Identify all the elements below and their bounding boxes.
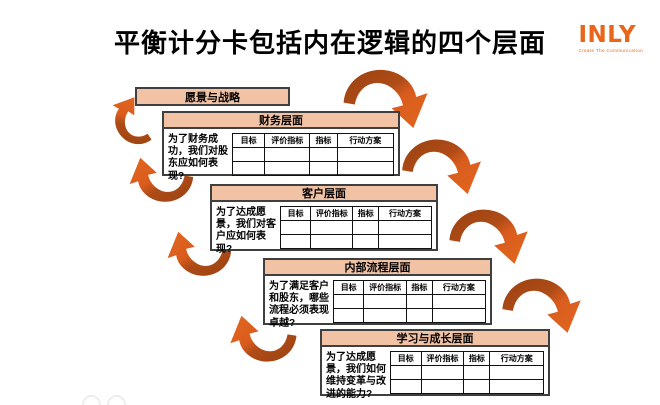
table-row (279, 220, 432, 235)
col-action-plan: 行动方案 (431, 280, 487, 295)
table-cell-empty (378, 220, 432, 235)
scorecard-table: 目标 评价指标 指标 行动方案 (390, 351, 544, 394)
section-learning-growth: 学习与成长层面 为了达成愿景，我们如何维持变革与改进的能力? 目标 评价指标 指… (320, 329, 550, 400)
table-cell-empty (405, 294, 433, 309)
section-customer-body: 为了达成愿景，我们对客户应如何表现? 目标 评价指标 指标 行动方案 (212, 202, 436, 258)
table-row (231, 147, 395, 162)
section-finance-question: 为了财务成功，我们对股东应如何表现? (168, 134, 228, 182)
table-cell-empty (489, 365, 544, 380)
table-cell-empty (309, 161, 338, 176)
table-row (332, 294, 487, 309)
table-cell-empty (363, 308, 407, 323)
watermark (82, 395, 126, 405)
table-cell-empty (231, 147, 266, 162)
table-cell-empty (390, 379, 422, 394)
table-cell-empty (279, 234, 312, 249)
table-cell-empty (420, 379, 465, 394)
col-metric: 指标 (405, 280, 433, 295)
table-header-row: 目标 评价指标 指标 行动方案 (390, 351, 544, 366)
table-cell-empty (310, 220, 354, 235)
section-learning-growth-header: 学习与成长层面 (322, 331, 548, 347)
section-internal-process-body: 为了满足客户和股东，哪些流程必须表现卓越? 目标 评价指标 指标 行动方案 (265, 276, 490, 332)
col-action-plan: 行动方案 (378, 206, 432, 221)
table-cell-empty (310, 234, 354, 249)
col-goal: 目标 (390, 351, 422, 366)
section-finance-body: 为了财务成功，我们对股东应如何表现? 目标 评价指标 指标 行动方案 (164, 129, 398, 185)
section-internal-process: 内部流程层面 为了满足客户和股东，哪些流程必须表现卓越? 目标 评价指标 指标 … (263, 258, 492, 329)
section-internal-process-question: 为了满足客户和股东，哪些流程必须表现卓越? (269, 281, 329, 329)
vision-strategy-label: 愿景与战略 (185, 91, 240, 104)
logo-text: INLY (578, 22, 636, 48)
table-cell-empty (363, 294, 407, 309)
table-cell-empty (264, 147, 311, 162)
table-cell-empty (264, 161, 311, 176)
col-metric: 指标 (463, 351, 491, 366)
table-cell-empty (352, 220, 380, 235)
col-goal: 目标 (279, 206, 312, 221)
table-cell-empty (489, 379, 544, 394)
table-row (332, 308, 487, 323)
table-cell-empty (405, 308, 433, 323)
table-cell-empty (431, 308, 487, 323)
table-cell-empty (390, 365, 422, 380)
col-action-plan: 行动方案 (489, 351, 544, 366)
col-eval-metric: 评价指标 (420, 351, 465, 366)
col-eval-metric: 评价指标 (264, 133, 311, 148)
scorecard-table: 目标 评价指标 指标 行动方案 (332, 280, 487, 323)
section-finance-header: 财务层面 (164, 113, 398, 129)
table-cell-empty (431, 294, 487, 309)
col-eval-metric: 评价指标 (363, 280, 407, 295)
section-customer: 客户层面 为了达成愿景，我们对客户应如何表现? 目标 评价指标 指标 行动方案 (210, 184, 438, 255)
scorecard-table: 目标 评价指标 指标 行动方案 (279, 206, 432, 249)
table-header-row: 目标 评价指标 指标 行动方案 (279, 206, 432, 221)
section-learning-growth-question: 为了达成愿景，我们如何维持变革与改进的能力? (326, 352, 386, 400)
table-header-row: 目标 评价指标 指标 行动方案 (231, 133, 395, 148)
col-eval-metric: 评价指标 (310, 206, 354, 221)
col-action-plan: 行动方案 (336, 133, 395, 148)
company-logo: INLY Create The Communication (578, 22, 643, 53)
col-metric: 指标 (352, 206, 380, 221)
table-cell-empty (463, 365, 491, 380)
curved-arrow-down-icon (449, 209, 528, 264)
table-cell-empty (309, 147, 338, 162)
table-row (279, 234, 432, 249)
section-customer-header: 客户层面 (212, 186, 436, 202)
table-cell-empty (332, 308, 365, 323)
table-cell-empty (336, 147, 395, 162)
table-cell-empty (463, 379, 491, 394)
table-header-row: 目标 评价指标 指标 行动方案 (332, 280, 487, 295)
section-learning-growth-body: 为了达成愿景，我们如何维持变革与改进的能力? 目标 评价指标 指标 行动方案 (322, 347, 548, 403)
table-cell-empty (378, 234, 432, 249)
curved-arrow-down-icon (502, 278, 581, 333)
table-cell-empty (420, 365, 465, 380)
section-finance: 财务层面 为了财务成功，我们对股东应如何表现? 目标 评价指标 指标 行动方案 (162, 111, 400, 182)
table-cell-empty (332, 294, 365, 309)
col-goal: 目标 (231, 133, 266, 148)
col-goal: 目标 (332, 280, 365, 295)
vision-strategy-box: 愿景与战略 (135, 87, 290, 106)
table-cell-empty (231, 161, 266, 176)
col-metric: 指标 (309, 133, 338, 148)
logo-tagline: Create The Communication (578, 47, 643, 53)
scorecard-table: 目标 评价指标 指标 行动方案 (231, 133, 395, 176)
table-cell-empty (352, 234, 380, 249)
table-row (390, 379, 544, 394)
table-cell-empty (336, 161, 395, 176)
page-title: 平衡计分卡包括内在逻辑的四个层面 (113, 28, 546, 58)
section-internal-process-header: 内部流程层面 (265, 260, 490, 276)
table-row (390, 365, 544, 380)
section-customer-question: 为了达成愿景，我们对客户应如何表现? (216, 207, 276, 255)
table-cell-empty (279, 220, 312, 235)
table-row (231, 161, 395, 176)
